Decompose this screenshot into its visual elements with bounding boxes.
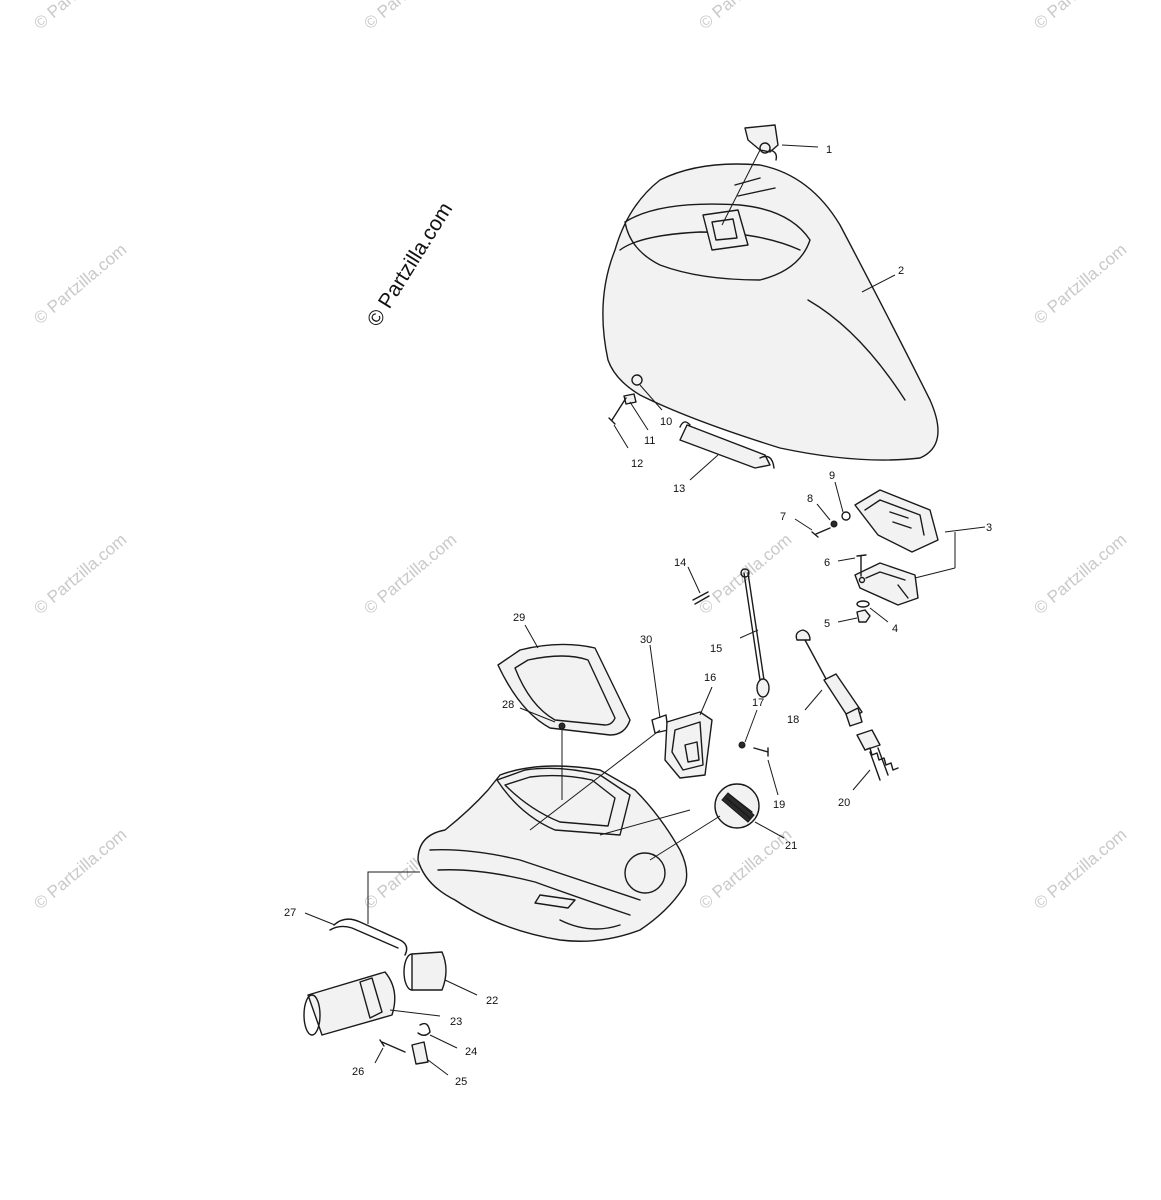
part-main-housing — [417, 765, 688, 942]
callout-27: 27 — [284, 907, 296, 919]
callout-14: 14 — [674, 557, 686, 569]
part-latch — [744, 124, 779, 161]
watermark-main: © Partzilla.com — [363, 198, 457, 330]
part-hood-cover — [602, 163, 939, 461]
callout-9: 9 — [829, 470, 835, 482]
part-access-cover — [664, 711, 713, 779]
callout-28: 28 — [502, 699, 514, 711]
callout-16: 16 — [704, 672, 716, 684]
part-fasteners — [558, 722, 769, 757]
part-screw — [379, 1039, 406, 1053]
watermark: © Partzilla.com — [30, 530, 130, 618]
part-tether-strap — [740, 568, 770, 698]
callout-3: 3 — [986, 522, 992, 534]
watermark: © Partzilla.com — [360, 0, 460, 33]
part-grab-handle — [679, 421, 775, 469]
watermark: © Partzilla.com — [695, 530, 795, 618]
part-vent-grille — [714, 783, 760, 829]
callout-7: 7 — [780, 511, 786, 523]
watermark: © Partzilla.com — [1030, 825, 1130, 913]
part-latch-plate — [854, 562, 919, 606]
callout-17: 17 — [752, 697, 764, 709]
part-gas-strut — [795, 629, 863, 727]
watermark: © Partzilla.com — [30, 240, 130, 328]
callout-24: 24 — [465, 1046, 477, 1058]
part-hardware — [608, 374, 871, 623]
callout-13: 13 — [673, 483, 685, 495]
watermark: © Partzilla.com — [1030, 0, 1130, 33]
callout-19: 19 — [773, 799, 785, 811]
watermark: © Partzilla.com — [695, 825, 795, 913]
part-clip — [692, 591, 710, 605]
part-retaining-ring — [417, 1022, 431, 1036]
callout-18: 18 — [787, 714, 799, 726]
callout-5: 5 — [824, 618, 830, 630]
watermark: © Partzilla.com — [1030, 530, 1130, 618]
watermark: © Partzilla.com — [1030, 240, 1130, 328]
callout-1: 1 — [826, 144, 832, 156]
part-seal-gasket — [497, 643, 631, 736]
callout-10: 10 — [660, 416, 672, 428]
callout-25: 25 — [455, 1076, 467, 1088]
part-filter-cap — [403, 951, 447, 991]
callout-26: 26 — [352, 1066, 364, 1078]
callout-6: 6 — [824, 557, 830, 569]
watermark: © Partzilla.com — [30, 825, 130, 913]
part-side-handle — [329, 918, 408, 956]
watermark: © Partzilla.com — [30, 0, 130, 33]
callout-8: 8 — [807, 493, 813, 505]
callout-15: 15 — [710, 643, 722, 655]
part-hinge-bracket — [854, 489, 939, 553]
callout-21: 21 — [785, 840, 797, 852]
callout-23: 23 — [450, 1016, 462, 1028]
part-clamp — [411, 1041, 429, 1065]
part-spring — [856, 729, 899, 781]
watermark: © Partzilla.com — [695, 0, 795, 33]
callout-2: 2 — [898, 265, 904, 277]
callout-20: 20 — [838, 797, 850, 809]
watermark: © Partzilla.com — [360, 530, 460, 618]
callout-labels: 1 2 3 4 5 6 7 8 9 10 11 12 13 14 15 16 1… — [284, 144, 992, 1088]
callout-22: 22 — [486, 995, 498, 1007]
leader-lines — [304, 144, 986, 1076]
callout-11: 11 — [644, 435, 655, 447]
part-filter-canister — [303, 971, 396, 1036]
callout-4: 4 — [892, 623, 898, 635]
callout-29: 29 — [513, 612, 525, 624]
callout-12: 12 — [631, 458, 643, 470]
callout-30: 30 — [640, 634, 652, 646]
